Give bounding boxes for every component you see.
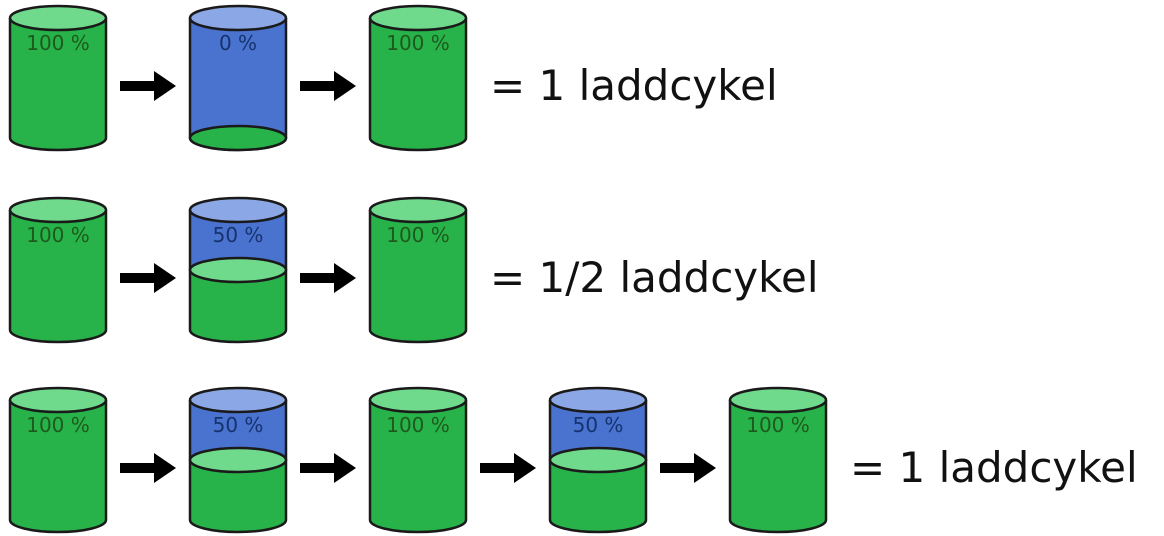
battery-cylinder: 50 % bbox=[188, 196, 288, 344]
cylinder-outline bbox=[728, 400, 828, 534]
charge-percent-label: 50 % bbox=[213, 413, 264, 437]
charge-level-surface bbox=[548, 446, 648, 474]
battery-cylinder: 50 % bbox=[548, 386, 648, 534]
charge-percent-label: 100 % bbox=[386, 31, 450, 55]
arrow-right-icon bbox=[660, 453, 716, 483]
charge-fill bbox=[730, 400, 826, 532]
cylinder-top bbox=[8, 386, 108, 414]
cylinder-outline bbox=[188, 400, 288, 534]
charge-cycle-row: 100 % 50 % 100 % = 1/2 laddcykel bbox=[8, 196, 819, 344]
charge-cycle-row: 100 % 50 % 100 % 50 % 100 % = 1 laddcykel bbox=[8, 386, 1138, 534]
cylinder-outline bbox=[368, 210, 468, 344]
cycle-result-label: = 1 laddcykel bbox=[850, 443, 1138, 492]
battery-cylinder: 100 % bbox=[368, 196, 468, 344]
charge-fill bbox=[10, 210, 106, 342]
arrow-right-icon bbox=[300, 453, 356, 483]
battery-cylinder: 100 % bbox=[8, 196, 108, 344]
charge-percent-label: 50 % bbox=[213, 223, 264, 247]
charge-fill bbox=[550, 460, 646, 532]
charge-percent-label: 100 % bbox=[26, 31, 90, 55]
charge-fill bbox=[10, 18, 106, 150]
cylinder-outline bbox=[368, 18, 468, 152]
battery-cylinder: 100 % bbox=[368, 4, 468, 152]
cylinder-outline bbox=[368, 400, 468, 534]
cylinder-top bbox=[548, 386, 648, 414]
battery-cylinder: 100 % bbox=[8, 4, 108, 152]
arrow-right-icon bbox=[120, 453, 176, 483]
charge-fill bbox=[190, 270, 286, 342]
cylinder-top bbox=[188, 196, 288, 224]
cycle-result-label: = 1 laddcykel bbox=[490, 61, 778, 110]
charge-fill bbox=[370, 400, 466, 532]
cylinder-outline bbox=[8, 400, 108, 534]
cylinder-outline bbox=[548, 400, 648, 534]
battery-cylinder: 100 % bbox=[368, 386, 468, 534]
cylinder-top bbox=[368, 4, 468, 32]
cylinder-top bbox=[8, 196, 108, 224]
arrow-right-icon bbox=[120, 71, 176, 101]
cycle-result-label: = 1/2 laddcykel bbox=[490, 253, 819, 302]
battery-cylinder: 100 % bbox=[8, 386, 108, 534]
charge-level-surface bbox=[188, 446, 288, 474]
battery-cylinder: 0 % bbox=[188, 4, 288, 152]
arrow-right-icon bbox=[300, 71, 356, 101]
charge-fill bbox=[10, 400, 106, 532]
cylinder-top bbox=[728, 386, 828, 414]
cylinder-top bbox=[368, 386, 468, 414]
charge-fill bbox=[370, 210, 466, 342]
charge-level-surface bbox=[188, 124, 288, 152]
charge-percent-label: 0 % bbox=[219, 31, 257, 55]
charge-cycle-row: 100 % 0 % 100 % = 1 laddcykel bbox=[8, 4, 778, 152]
battery-cylinder: 50 % bbox=[188, 386, 288, 534]
charge-fill bbox=[370, 18, 466, 150]
empty-capacity bbox=[190, 18, 286, 150]
charge-percent-label: 100 % bbox=[26, 413, 90, 437]
cylinder-outline bbox=[188, 210, 288, 344]
cylinder-top bbox=[368, 196, 468, 224]
arrow-right-icon bbox=[120, 263, 176, 293]
arrow-right-icon bbox=[300, 263, 356, 293]
cylinder-outline bbox=[8, 18, 108, 152]
charge-percent-label: 100 % bbox=[26, 223, 90, 247]
arrow-right-icon bbox=[480, 453, 536, 483]
charge-percent-label: 100 % bbox=[386, 413, 450, 437]
charge-level-surface bbox=[188, 256, 288, 284]
charge-percent-label: 100 % bbox=[386, 223, 450, 247]
cylinder-top bbox=[8, 4, 108, 32]
cylinder-outline bbox=[8, 210, 108, 344]
charge-percent-label: 100 % bbox=[746, 413, 810, 437]
cylinder-top bbox=[188, 386, 288, 414]
cylinder-top bbox=[188, 4, 288, 32]
battery-cylinder: 100 % bbox=[728, 386, 828, 534]
charge-fill bbox=[190, 460, 286, 532]
charge-percent-label: 50 % bbox=[573, 413, 624, 437]
